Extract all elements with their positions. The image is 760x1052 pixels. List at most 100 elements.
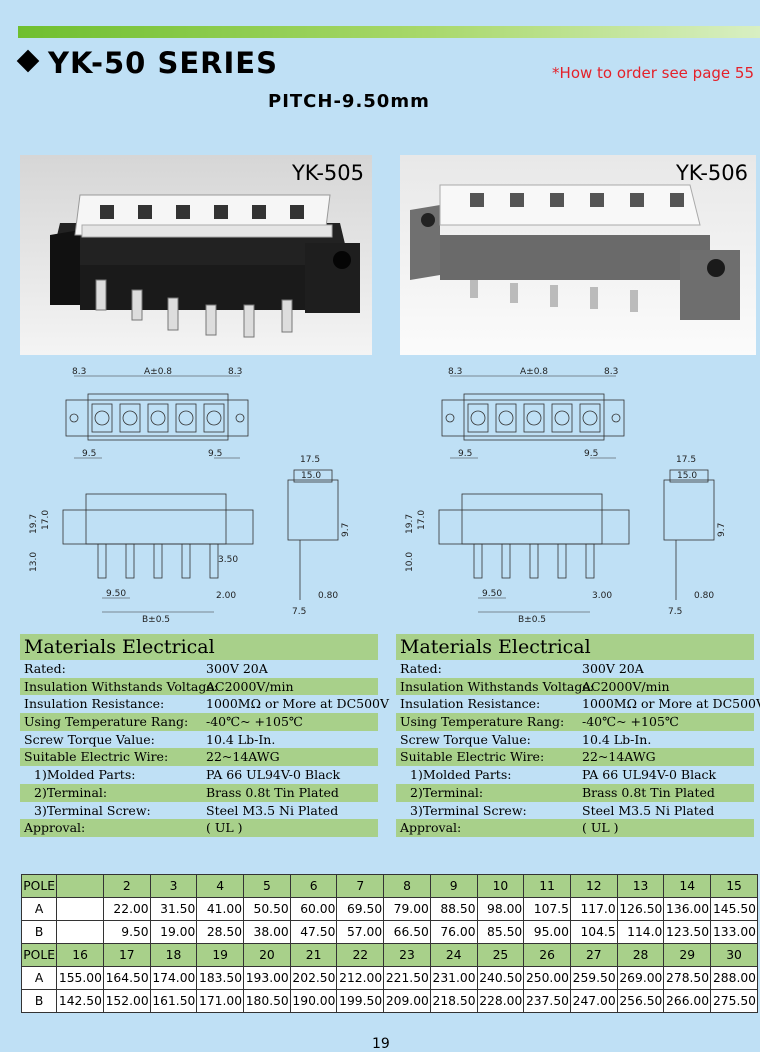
- materials-row: Insulation Resistance: 1000MΩ or More at …: [396, 695, 760, 713]
- materials-row: Insulation Withstands Voltage:AC2000V/mi…: [396, 677, 754, 696]
- table-cell: 155.00: [56, 966, 104, 990]
- drawing-line: [438, 509, 630, 545]
- dimension-label: A±0.8: [144, 367, 172, 377]
- table-cell: 114.0: [616, 920, 665, 944]
- terminal-pin: [557, 543, 567, 579]
- materials-row: Rated: 300V 20A: [20, 660, 378, 678]
- dimension-label: 13.0: [29, 552, 39, 572]
- drawing-line: [85, 493, 227, 545]
- table-cell: 98.00: [476, 897, 525, 921]
- screw-icon: [178, 410, 194, 426]
- table-cell: 95.00: [523, 920, 571, 944]
- materials-key: Insulation Resistance:: [400, 696, 541, 712]
- dimension-label: 9.50: [106, 589, 126, 599]
- materials-key: Using Temperature Rang:: [24, 714, 189, 730]
- table-cell: 12: [569, 874, 618, 898]
- table-cell: 27: [569, 943, 618, 967]
- screw-icon: [526, 410, 542, 426]
- dimension-label: 10.0: [405, 552, 415, 572]
- mount-hole-icon: [445, 413, 455, 423]
- table-cell: 88.50: [429, 897, 478, 921]
- dimension-label: 19.7: [29, 514, 39, 534]
- screw-icon: [582, 410, 598, 426]
- drawing-line: [203, 403, 225, 433]
- screw-icon: [94, 410, 110, 426]
- table-cell: 15: [710, 874, 758, 898]
- table-cell: 278.50: [663, 966, 712, 990]
- table-cell: 18: [149, 943, 198, 967]
- table-cell: 266.00: [663, 989, 712, 1013]
- row-label: A: [20, 897, 58, 921]
- table-cell: 29: [663, 943, 712, 967]
- table-cell: [56, 874, 104, 898]
- table-cell: 107.5: [523, 897, 571, 921]
- screw-icon: [206, 410, 222, 426]
- materials-key: Suitable Electric Wire:: [24, 749, 169, 765]
- table-cell: 85.50: [476, 920, 525, 944]
- materials-value: 22~14AWG: [206, 749, 280, 765]
- dimension-label: 15.0: [677, 471, 697, 481]
- materials-value: 1000MΩ or More at DC500V: [582, 696, 760, 712]
- materials-heading: Materials Electrical: [20, 634, 378, 660]
- table-cell: 136.00: [663, 897, 712, 921]
- table-cell: 209.00: [383, 989, 431, 1013]
- table-cell: 22.00: [102, 897, 151, 921]
- materials-value: AC2000V/min: [582, 678, 670, 694]
- table-cell: 228.00: [476, 989, 525, 1013]
- table-cell: 41.00: [196, 897, 245, 921]
- materials-value: Steel M3.5 Ni Plated: [582, 802, 715, 818]
- materials-value: Brass 0.8t Tin Plated: [206, 784, 339, 800]
- table-cell: 202.50: [289, 966, 338, 990]
- materials-key: Insulation Withstands Voltage:: [24, 678, 218, 694]
- row-label: B: [20, 989, 58, 1013]
- table-cell: 161.50: [149, 989, 198, 1013]
- dimension-label: 2.00: [216, 591, 236, 601]
- table-cell: 30: [710, 943, 758, 967]
- table-cell: 23: [383, 943, 431, 967]
- order-note: *How to order see page 55: [552, 64, 754, 82]
- table-cell: 14: [663, 874, 712, 898]
- table-cell: 193.00: [243, 966, 291, 990]
- drawing-line: [62, 509, 254, 545]
- drawing-line: [441, 399, 625, 437]
- dimension-label: 8.3: [448, 367, 462, 377]
- materials-row: Screw Torque Value:10.4 Lb-In.: [396, 731, 754, 749]
- terminal-pin: [125, 543, 135, 579]
- screw-icon: [554, 410, 570, 426]
- drawing-line: [147, 403, 169, 433]
- materials-row: Insulation Withstands Voltage:AC2000V/mi…: [20, 677, 378, 696]
- dimension-label: 9.5: [458, 449, 472, 459]
- materials-key: Rated:: [24, 661, 66, 676]
- drawing-line: [461, 493, 603, 545]
- table-cell: 22: [336, 943, 385, 967]
- mount-hole-icon: [235, 413, 245, 423]
- table-cell: 20: [243, 943, 291, 967]
- materials-key: Suitable Electric Wire:: [400, 749, 545, 765]
- table-cell: 171.00: [196, 989, 245, 1013]
- table-cell: 212.00: [336, 966, 385, 990]
- table-cell: 50.50: [243, 897, 291, 921]
- table-cell: 259.50: [569, 966, 618, 990]
- materials-value: 10.4 Lb-In.: [206, 731, 276, 747]
- terminal-block-image: [50, 194, 360, 338]
- materials-row: Screw Torque Value:10.4 Lb-In.: [20, 731, 378, 749]
- product-photo-yk506: YK-506: [400, 155, 756, 355]
- table-cell: 126.50: [616, 897, 665, 921]
- materials-value: 300V 20A: [206, 661, 268, 676]
- materials-key: Approval:: [400, 820, 462, 836]
- drawing-line: [467, 403, 489, 433]
- terminal-pin: [529, 543, 539, 579]
- materials-key: Using Temperature Rang:: [400, 714, 565, 730]
- drawing-line: [175, 403, 197, 433]
- materials-key: 1)Molded Parts:: [34, 767, 136, 783]
- materials-value: -40℃~ +105℃: [582, 714, 679, 730]
- terminal-pin: [473, 543, 483, 579]
- table-cell: 3: [149, 874, 198, 898]
- dimension-label: 8.3: [604, 367, 618, 377]
- materials-key: Approval:: [24, 820, 86, 836]
- table-cell: 28.50: [196, 920, 245, 944]
- table-cell: 221.50: [383, 966, 431, 990]
